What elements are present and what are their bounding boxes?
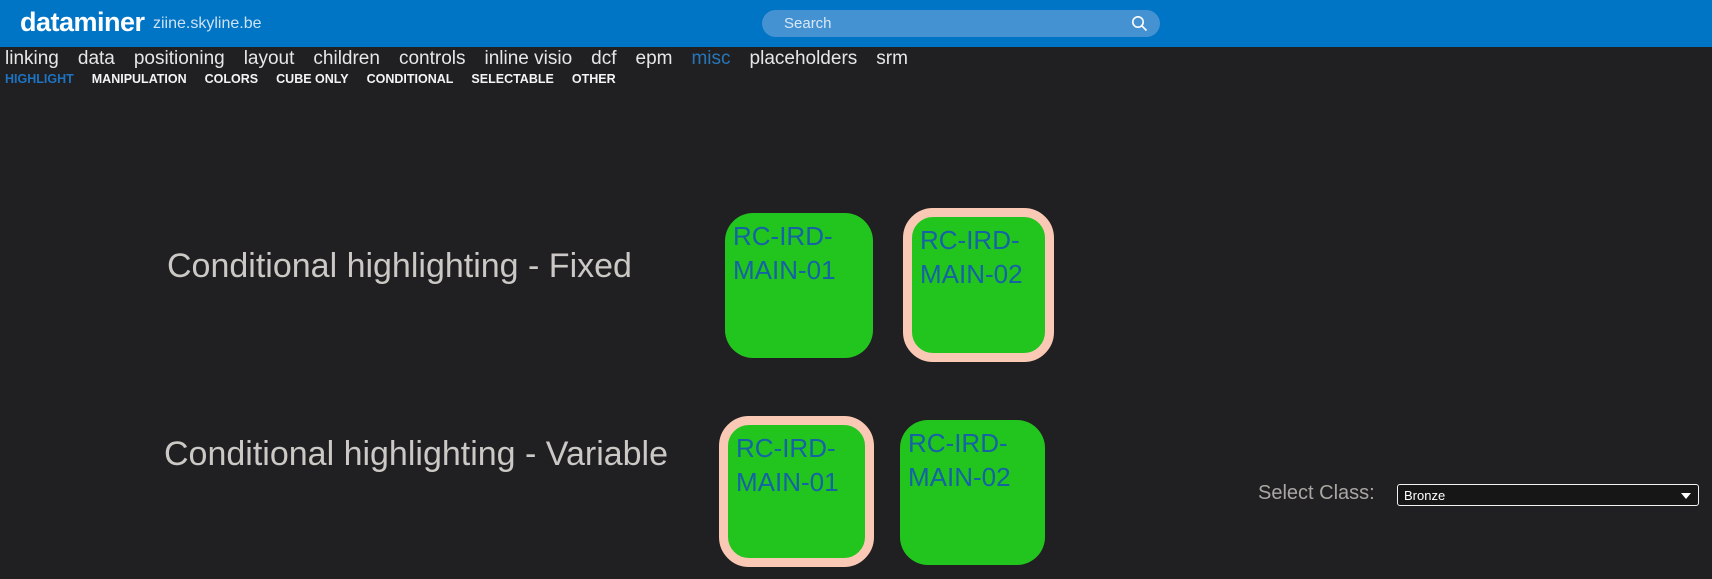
class-select-dropdown[interactable]: Bronze <box>1397 484 1699 506</box>
card-label: RC-IRD-MAIN-02 <box>908 428 1011 492</box>
card-fixed-rc-ird-main-02[interactable]: RC-IRD-MAIN-02 <box>903 208 1054 362</box>
search-input[interactable] <box>784 10 1114 37</box>
subnav-item-highlight[interactable]: HIGHLIGHT <box>5 72 74 86</box>
card-variable-rc-ird-main-02[interactable]: RC-IRD-MAIN-02 <box>900 420 1045 565</box>
nav-item-layout[interactable]: layout <box>243 47 295 69</box>
nav-item-epm[interactable]: epm <box>635 47 673 69</box>
subnav-item-selectable[interactable]: SELECTABLE <box>471 72 554 86</box>
card-fixed-rc-ird-main-01[interactable]: RC-IRD-MAIN-01 <box>725 213 873 358</box>
dropdown-arrow-icon[interactable] <box>1681 493 1691 499</box>
nav-item-srm[interactable]: srm <box>876 47 908 69</box>
section-title-fixed: Conditional highlighting - Fixed <box>167 247 632 285</box>
subnav-item-conditional[interactable]: CONDITIONAL <box>366 72 454 86</box>
search-icon[interactable] <box>1131 15 1148 32</box>
nav-item-inline-visio[interactable]: inline visio <box>484 47 573 69</box>
brand-logo[interactable]: dataminer <box>20 7 145 37</box>
nav-item-linking[interactable]: linking <box>5 47 59 69</box>
subnav-item-cube-only[interactable]: CUBE ONLY <box>276 72 349 86</box>
search-box[interactable] <box>762 10 1160 37</box>
card-label: RC-IRD-MAIN-02 <box>920 225 1023 289</box>
environment-name: ziine.skyline.be <box>153 15 262 32</box>
nav-item-children[interactable]: children <box>313 47 380 69</box>
nav-item-misc[interactable]: misc <box>691 47 731 69</box>
nav-item-controls[interactable]: controls <box>398 47 466 69</box>
nav-item-data[interactable]: data <box>77 47 115 69</box>
select-class-label: Select Class: <box>1258 482 1375 504</box>
subnav-item-colors[interactable]: COLORS <box>204 72 259 86</box>
card-label: RC-IRD-MAIN-01 <box>736 433 839 497</box>
nav-item-placeholders[interactable]: placeholders <box>749 47 858 69</box>
nav-item-positioning[interactable]: positioning <box>133 47 225 69</box>
secondary-nav: HIGHLIGHT MANIPULATION COLORS CUBE ONLY … <box>5 70 616 88</box>
top-header-bar: dataminer ziine.skyline.be <box>0 0 1712 47</box>
class-select-value: Bronze <box>1404 488 1446 503</box>
card-label: RC-IRD-MAIN-01 <box>733 221 836 285</box>
subnav-item-other[interactable]: OTHER <box>571 72 616 86</box>
primary-nav: linking data positioning layout children… <box>5 47 908 70</box>
section-title-variable: Conditional highlighting - Variable <box>164 435 669 473</box>
subnav-item-manipulation[interactable]: MANIPULATION <box>91 72 187 86</box>
card-variable-rc-ird-main-01[interactable]: RC-IRD-MAIN-01 <box>719 416 874 567</box>
nav-item-dcf[interactable]: dcf <box>591 47 617 69</box>
